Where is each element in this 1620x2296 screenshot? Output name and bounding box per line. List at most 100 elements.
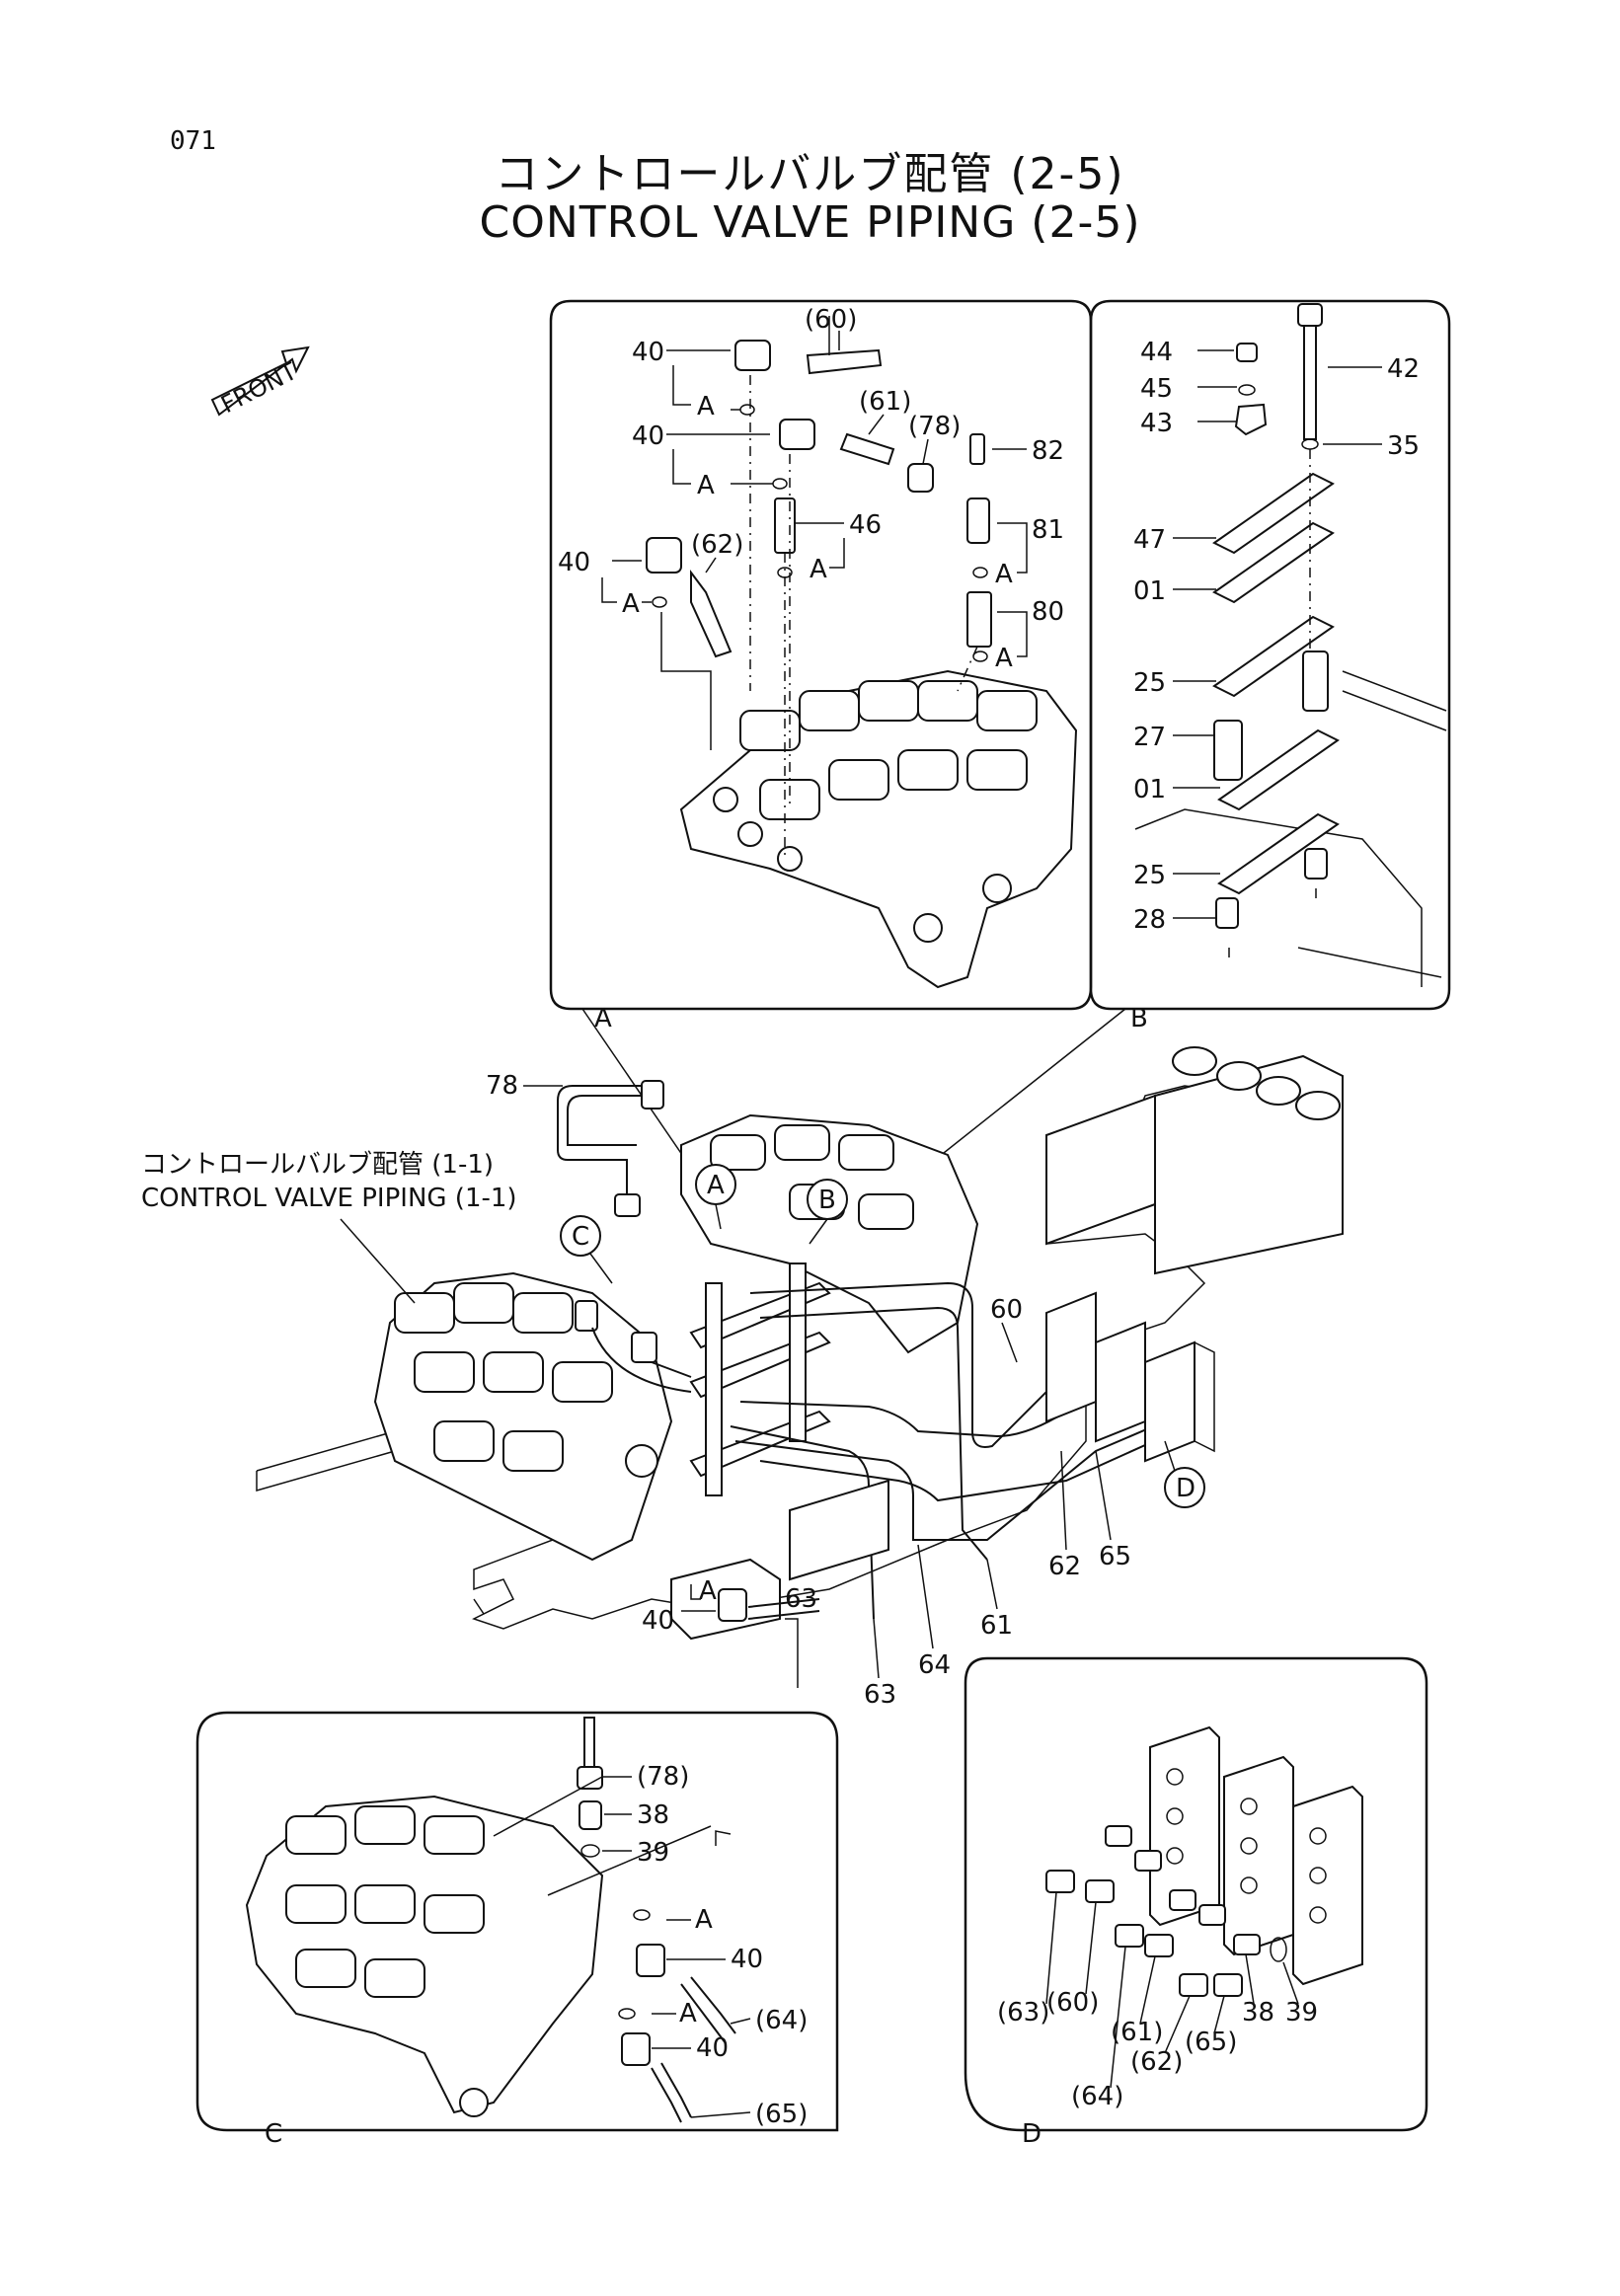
valve-block-d-3 xyxy=(1292,1785,1363,1986)
bracket-post-left xyxy=(705,1282,723,1496)
label-01-a: 01 xyxy=(1133,576,1166,606)
plate-25-a xyxy=(1212,615,1335,698)
label-a-c1: A xyxy=(699,1576,717,1606)
o-ring-a1 xyxy=(739,404,755,416)
label-39-d: 39 xyxy=(1285,1998,1318,2028)
plate-01-b xyxy=(1217,728,1340,811)
callout-c-text: C xyxy=(572,1222,589,1252)
bolt-44 xyxy=(1236,343,1258,362)
pipe-62-end xyxy=(690,570,733,658)
pipe-63-c xyxy=(747,1598,820,1620)
label-78-ref: (78) xyxy=(908,412,961,441)
plate-47 xyxy=(1212,472,1335,555)
detail-panel-b: B 44 4 xyxy=(1089,299,1451,1033)
label-64-main: 64 xyxy=(918,1650,951,1680)
valve-block-d2 xyxy=(1095,1321,1146,1443)
box-upper-left xyxy=(1045,1094,1156,1246)
label-40-b: 40 xyxy=(632,421,664,451)
label-a-a4: A xyxy=(810,555,827,584)
fitting-63-d xyxy=(1045,1870,1075,1893)
fitting-82 xyxy=(969,433,985,465)
o-ring-a3 xyxy=(652,596,667,608)
label-38-d: 38 xyxy=(1242,1998,1274,2028)
label-42: 42 xyxy=(1387,354,1420,384)
o-ring-a6 xyxy=(972,567,988,578)
control-valve-c xyxy=(245,1795,604,2114)
label-25-b: 25 xyxy=(1133,861,1166,890)
reference-label-en: CONTROL VALVE PIPING (1-1) xyxy=(141,1184,517,1213)
elbow-fitting-40a xyxy=(734,340,771,371)
solenoid-cap-3 xyxy=(1256,1076,1301,1106)
label-46: 46 xyxy=(849,510,882,540)
pipe-63 xyxy=(730,1425,875,1620)
detail-panel-c: C xyxy=(195,1576,839,2149)
nut-78-c xyxy=(577,1766,603,1790)
page-number: 071 xyxy=(170,126,216,156)
bolt-42-head xyxy=(1297,303,1323,327)
adapter-38-d xyxy=(1233,1934,1261,1955)
label-47: 47 xyxy=(1133,525,1166,555)
label-28: 28 xyxy=(1133,905,1166,935)
fitting-62-d xyxy=(1179,1973,1208,1997)
label-78-main: 78 xyxy=(486,1071,518,1101)
solenoid-valve-block xyxy=(1154,1054,1344,1275)
label-82: 82 xyxy=(1032,436,1064,466)
washer-35 xyxy=(1301,438,1319,450)
clamp-43 xyxy=(1234,403,1268,436)
label-25-a: 25 xyxy=(1133,668,1166,698)
solenoid-cap-2 xyxy=(1216,1061,1262,1091)
label-63-d: (63) xyxy=(997,1998,1049,2028)
valve-block-d3 xyxy=(1144,1340,1196,1463)
callout-circle-d xyxy=(1164,1467,1205,1508)
o-ring-a5 xyxy=(972,651,988,662)
label-61-d: (61) xyxy=(1111,2018,1163,2047)
plate-25-b xyxy=(1217,812,1340,895)
panel-d-label: D xyxy=(1022,2119,1041,2149)
label-a-a2: A xyxy=(697,471,715,500)
label-40-c2: 40 xyxy=(731,1945,763,1974)
valve-block-d1 xyxy=(1045,1291,1097,1423)
plate-01-a xyxy=(1212,521,1335,604)
elbow-fitting-40b xyxy=(779,419,815,450)
spacer-28 xyxy=(1215,897,1239,929)
detail-panel-a: A xyxy=(549,299,1093,1033)
elbow-40-c2 xyxy=(636,1944,665,1977)
label-39-c: 39 xyxy=(637,1838,669,1868)
title-english: CONTROL VALVE PIPING (2-5) xyxy=(479,197,1141,248)
callout-d-text: D xyxy=(1176,1474,1196,1503)
panel-b-label: B xyxy=(1130,1004,1148,1033)
label-62-ref: (62) xyxy=(691,530,743,560)
label-60-d: (60) xyxy=(1046,1988,1099,2018)
pipe-64-c xyxy=(680,1976,736,2044)
fitting-81 xyxy=(966,497,990,544)
lower-box-2 xyxy=(789,1479,889,1581)
panel-a-label: A xyxy=(594,1004,612,1033)
label-40-a: 40 xyxy=(632,338,664,367)
reference-label-jp: コントロールバルブ配管 (1-1) xyxy=(141,1150,494,1180)
label-40-c: 40 xyxy=(558,548,590,577)
control-valve-left xyxy=(373,1271,673,1562)
label-35: 35 xyxy=(1387,431,1420,461)
o-ring-39-d xyxy=(1270,1937,1287,1962)
elbow-40-c1 xyxy=(718,1588,747,1622)
o-ring-a2 xyxy=(772,478,788,490)
front-arrow: FRONT xyxy=(210,345,310,419)
pipe-65 xyxy=(759,1435,1166,1502)
label-01-b: 01 xyxy=(1133,775,1166,804)
label-a-a5: A xyxy=(995,560,1013,589)
label-65-main: 65 xyxy=(1099,1542,1131,1571)
adapter-38-c xyxy=(579,1800,602,1830)
label-a-c3: A xyxy=(679,1999,697,2028)
label-61-ref: (61) xyxy=(859,387,911,417)
pipe-61-end xyxy=(839,432,895,466)
elbow-fitting-40c xyxy=(646,537,682,574)
spacer-27 xyxy=(1213,720,1243,781)
label-81: 81 xyxy=(1032,515,1064,545)
callout-b-text: B xyxy=(818,1186,836,1215)
label-60-main: 60 xyxy=(990,1295,1023,1325)
spacer-right-lower xyxy=(1304,848,1328,880)
label-63-main: 63 xyxy=(864,1680,896,1710)
callout-circle-c xyxy=(560,1215,601,1257)
panel-c-label: C xyxy=(265,2119,282,2149)
